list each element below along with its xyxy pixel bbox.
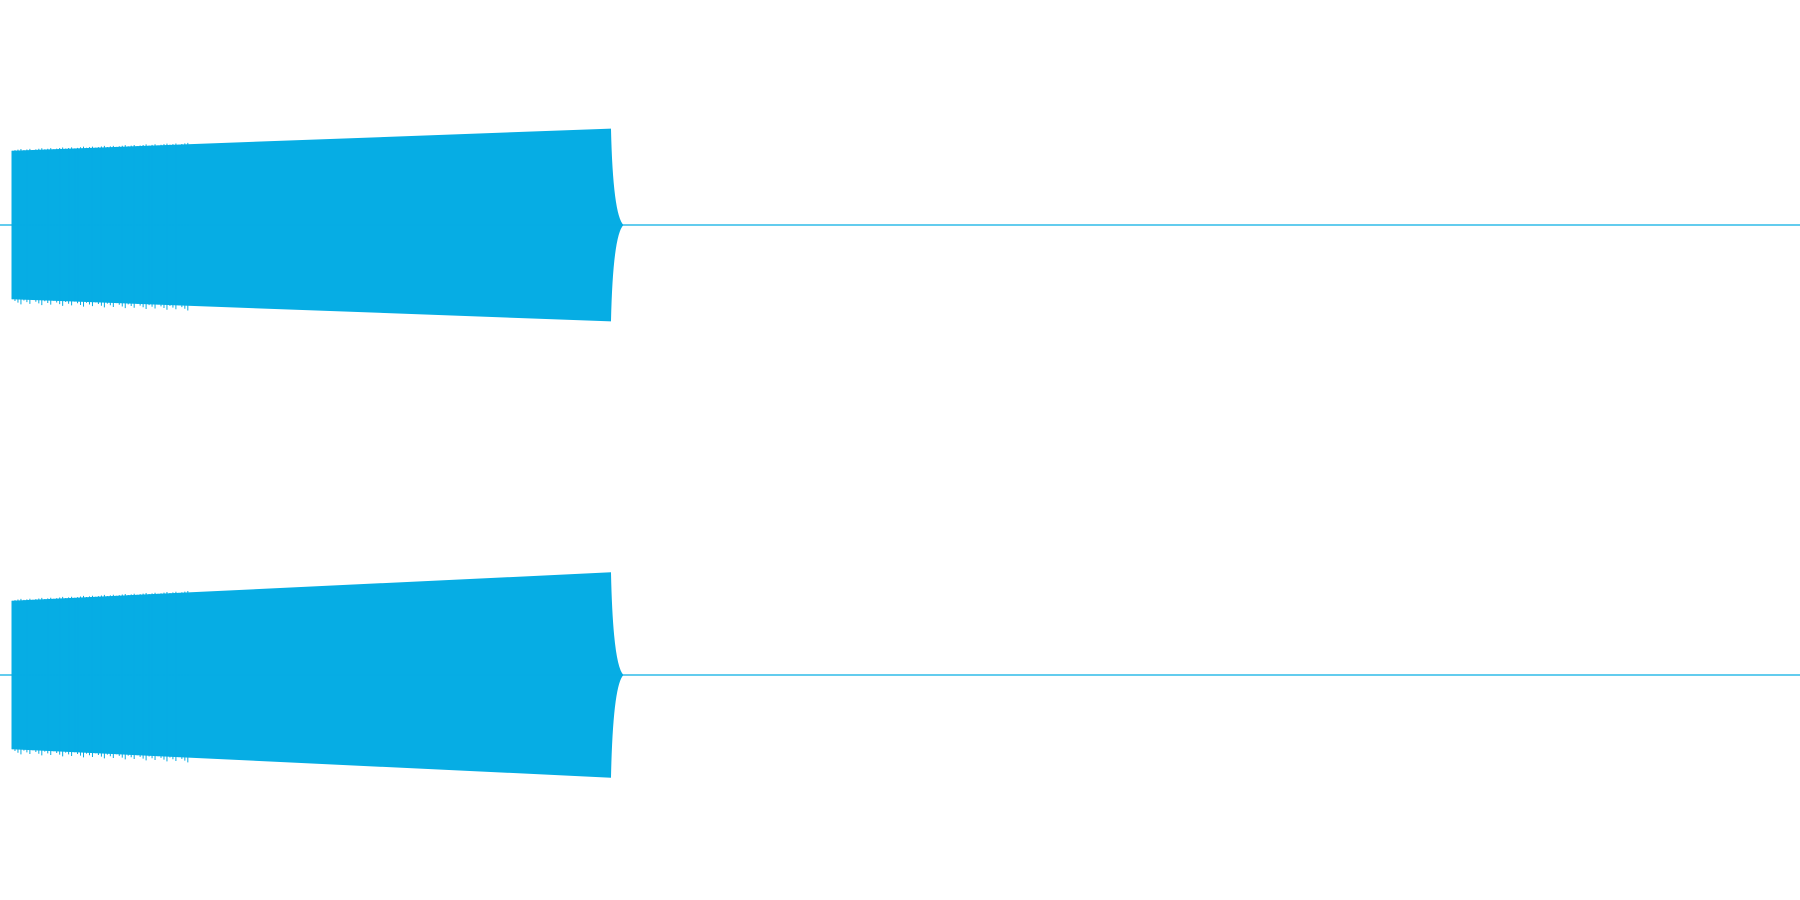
channel-1 [0,128,1800,322]
waveform-spikes [11,590,189,763]
channels-layer [0,128,1800,778]
waveform-spikes [11,142,189,311]
channel-2 [0,572,1800,778]
